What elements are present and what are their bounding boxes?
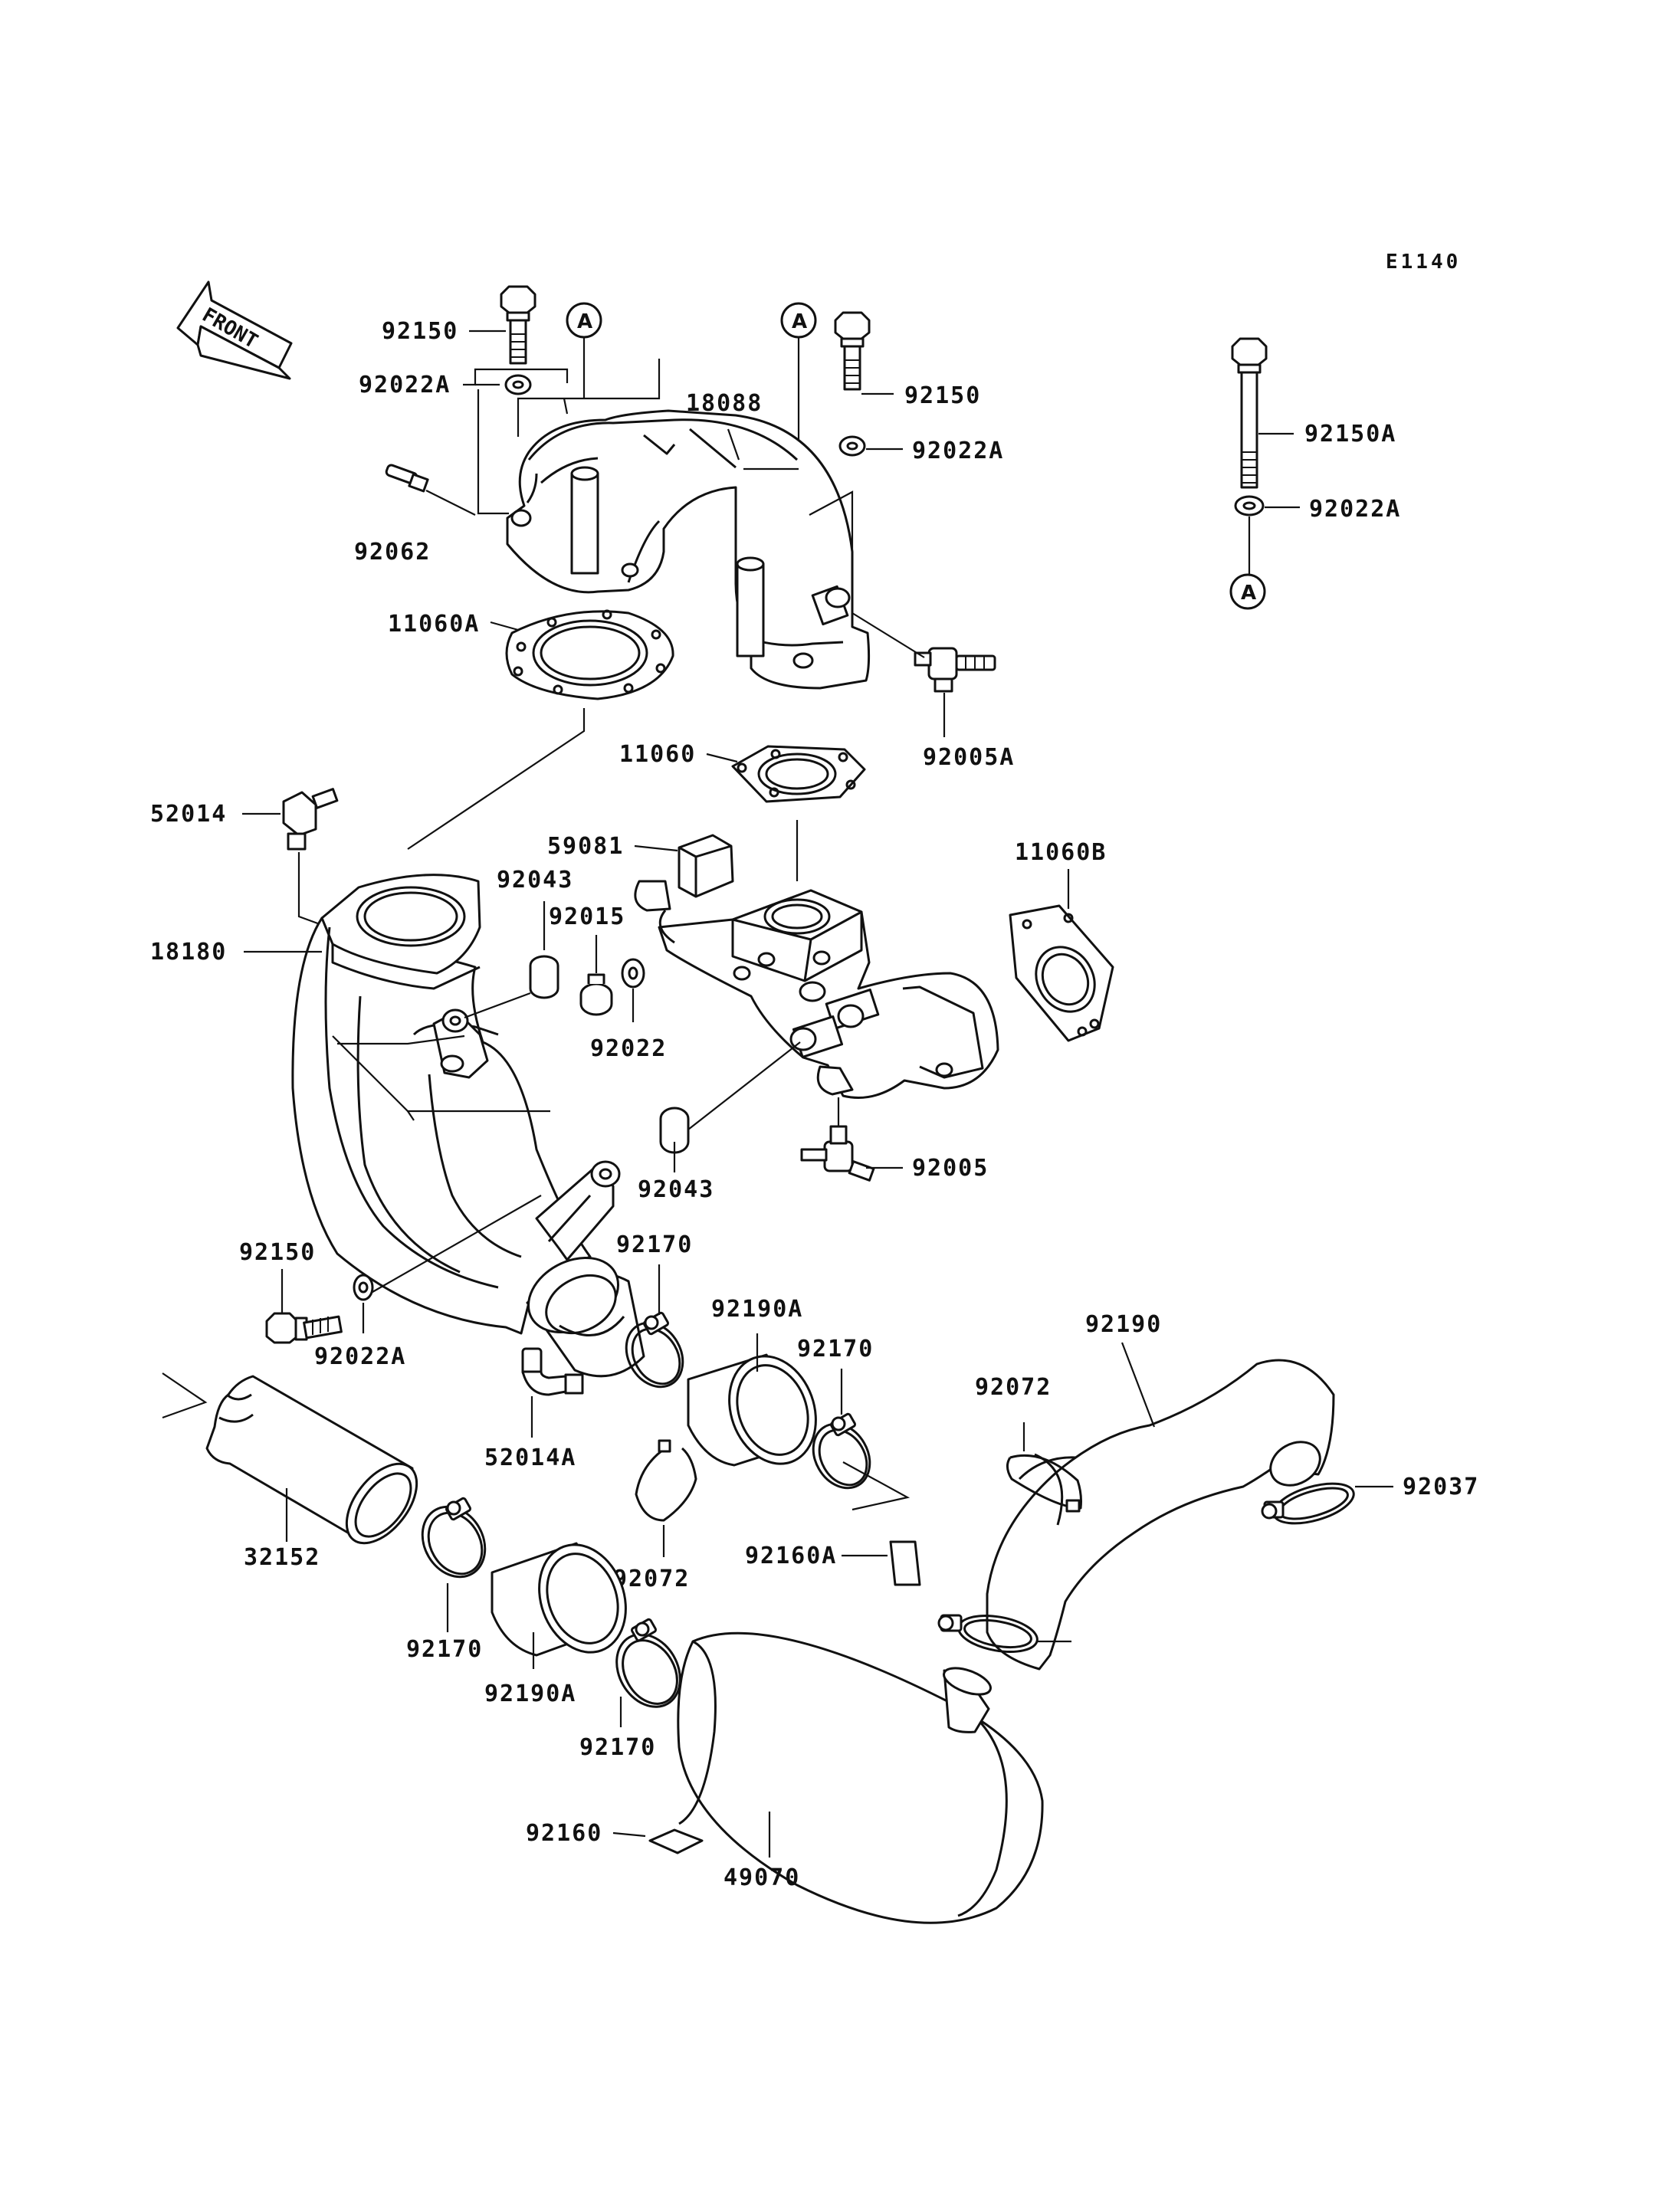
tee-fitting-92005 <box>800 1125 875 1182</box>
label-52014: 52014 <box>150 801 227 828</box>
washer-92022 <box>621 958 645 989</box>
hose-clamp-92170-b <box>812 1412 871 1490</box>
label-92170-b: 92170 <box>797 1336 874 1362</box>
label-92022a-top-left: 92022A <box>359 372 451 398</box>
label-92170-a: 92170 <box>616 1231 693 1258</box>
exhaust-pipe-18180 <box>291 874 621 1335</box>
label-92190: 92190 <box>1085 1311 1162 1338</box>
pipe-32152 <box>205 1375 418 1545</box>
reference-mark-a-1: A <box>566 302 602 398</box>
gasket-11060b <box>1009 904 1114 1042</box>
exhaust-manifold-18088 <box>506 409 871 690</box>
clamp-band-92072-mid <box>635 1439 697 1522</box>
label-92015: 92015 <box>549 903 625 930</box>
label-92043-mid: 92043 <box>638 1176 714 1203</box>
washer-icon <box>838 435 866 457</box>
hose-92190a-upper <box>687 1353 817 1467</box>
label-92037-right: 92037 <box>1403 1474 1479 1500</box>
hose-clamp-92170-a <box>625 1311 684 1389</box>
washer-icon <box>353 1274 374 1301</box>
hose-clamp-92170-c <box>421 1497 487 1579</box>
gasket-11060 <box>731 745 866 803</box>
pipe-outlet-sleeve <box>526 1256 645 1378</box>
label-92170-d: 92170 <box>579 1734 656 1761</box>
svg-text:A: A <box>577 310 592 333</box>
label-92190a-upper: 92190A <box>711 1296 803 1323</box>
label-92062: 92062 <box>354 539 431 566</box>
bolt-icon <box>500 285 536 365</box>
diagram-code: E1140 <box>1386 251 1461 274</box>
reference-mark-a-3: A <box>1229 573 1266 610</box>
label-92022: 92022 <box>590 1035 667 1062</box>
label-92150-top-mid: 92150 <box>904 382 981 409</box>
bolt-icon <box>834 311 871 391</box>
damper-92043-top <box>529 955 559 999</box>
washer-icon <box>1234 495 1265 516</box>
rubber-pad-92160a <box>889 1540 921 1586</box>
svg-text:A: A <box>1241 582 1256 605</box>
rubber-pad-92160 <box>648 1828 704 1854</box>
label-49070: 49070 <box>724 1864 800 1891</box>
label-18088: 18088 <box>686 390 763 417</box>
label-11060b: 11060B <box>1015 839 1107 866</box>
label-52014a: 52014A <box>484 1444 576 1471</box>
bolt-icon <box>265 1312 343 1344</box>
hose-92190 <box>986 1359 1335 1671</box>
label-92072-mid: 92072 <box>613 1566 690 1592</box>
front-arrow-icon: FRONT <box>176 280 293 380</box>
elbow-fitting-52014 <box>282 788 339 851</box>
label-11060: 11060 <box>619 741 696 768</box>
label-92005: 92005 <box>912 1155 989 1182</box>
label-92190a-lower: 92190A <box>484 1681 576 1707</box>
label-92043-top: 92043 <box>497 867 573 894</box>
label-59081: 59081 <box>547 833 624 860</box>
label-92022a-low: 92022A <box>314 1343 406 1370</box>
label-92150a: 92150A <box>1304 421 1396 448</box>
label-92072-right: 92072 <box>975 1374 1052 1401</box>
label-92022a-right: 92022A <box>1309 496 1401 523</box>
label-92170-c: 92170 <box>406 1636 483 1663</box>
clamp-band-92072-right <box>1006 1454 1082 1513</box>
label-92022a-top-mid: 92022A <box>912 438 1004 464</box>
long-bolt-icon <box>1231 337 1268 489</box>
hose-92190a-lower <box>491 1542 627 1657</box>
label-92160: 92160 <box>526 1820 602 1847</box>
gasket-11060a <box>505 609 674 700</box>
sensor-59081 <box>634 834 734 912</box>
nut-92015 <box>579 973 613 1016</box>
label-18180: 18180 <box>150 939 227 966</box>
hose-clamp-92170-d <box>615 1618 681 1708</box>
hose-clamp-92037-right <box>1261 1482 1355 1525</box>
tee-fitting-92005a <box>914 647 996 693</box>
exhaust-chamber-right <box>658 889 999 1099</box>
label-92150-low: 92150 <box>239 1239 316 1266</box>
label-92005a: 92005A <box>923 744 1015 771</box>
label-32152: 32152 <box>244 1544 320 1571</box>
svg-text:A: A <box>792 310 807 333</box>
elbow-fitting-52014a <box>521 1347 584 1396</box>
label-92160a: 92160A <box>745 1543 837 1569</box>
label-11060a: 11060A <box>388 611 480 638</box>
stud-icon <box>385 464 429 493</box>
washer-icon <box>504 374 532 395</box>
label-92150-top-left: 92150 <box>382 318 458 345</box>
hose-clamp-92037-mid <box>937 1614 1039 1653</box>
